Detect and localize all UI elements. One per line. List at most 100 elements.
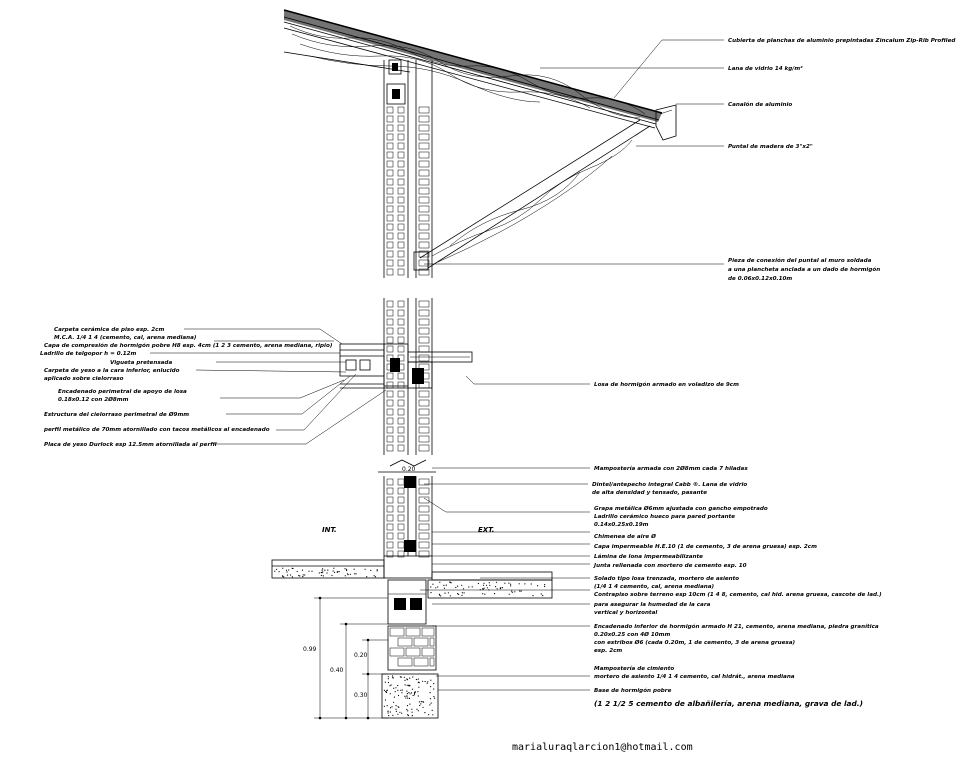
concrete-dot	[412, 694, 414, 697]
concrete-dot	[383, 705, 385, 707]
wall-brick-cell	[386, 259, 394, 267]
concrete-dot	[437, 586, 439, 588]
concrete-dot	[385, 691, 387, 693]
concrete-dot	[514, 591, 516, 593]
concrete-dot	[394, 691, 396, 693]
wall-brick-cell	[418, 444, 430, 452]
concrete-dot	[349, 573, 351, 575]
concrete-dot	[510, 583, 512, 585]
concrete-dot	[519, 590, 521, 592]
concrete-dot	[347, 574, 349, 576]
concrete-dot	[416, 708, 418, 710]
wall-brick-cell	[386, 444, 394, 452]
concrete-dot	[432, 583, 434, 585]
label-beam-1: Encadenado perimetral de apoyo de losa	[58, 389, 187, 395]
concrete-dot	[302, 574, 304, 576]
concrete-dot	[537, 585, 539, 587]
concrete-dot	[406, 693, 408, 695]
concrete-dot	[392, 676, 394, 679]
concrete-dot	[430, 586, 432, 588]
label-hook-2: Ladrillo cerámico hueco para pared porta…	[594, 513, 735, 520]
concrete-dot	[413, 694, 416, 696]
concrete-dot	[401, 712, 403, 714]
concrete-dot	[417, 691, 419, 693]
label-roof-cover: Cubierta de planchas de aluminio prepint…	[728, 38, 956, 44]
wall-brick-cell	[397, 259, 405, 267]
concrete-dot	[344, 568, 346, 570]
concrete-dot	[482, 588, 484, 590]
concrete-dot	[418, 682, 420, 684]
concrete-dot	[430, 686, 432, 688]
concrete-dot	[410, 692, 413, 694]
concrete-dot	[417, 695, 419, 697]
wall-brick-cell	[418, 487, 430, 495]
concrete-dot	[422, 680, 424, 682]
foundation-brick	[413, 657, 429, 667]
concrete-dot	[511, 591, 513, 593]
concrete-dot	[354, 573, 356, 575]
wall-brick-cell	[397, 487, 405, 495]
concrete-dot	[355, 573, 357, 575]
concrete-dot	[411, 711, 413, 713]
concrete-dot	[458, 593, 460, 596]
wall-brick-cell	[386, 345, 394, 353]
concrete-dot	[461, 584, 463, 586]
wall-brick-cell	[418, 496, 430, 504]
concrete-dot	[407, 697, 409, 699]
concrete-dot	[420, 701, 422, 703]
wall-brick-cell	[418, 550, 430, 558]
label-strut-anchor-1: Pieza de conexión del puntal al muro sol…	[728, 257, 872, 264]
concrete-dot	[440, 595, 442, 597]
concrete-dot	[463, 592, 465, 594]
concrete-dot	[389, 685, 391, 687]
concrete-dot	[422, 706, 424, 708]
concrete-dot	[426, 682, 428, 684]
wall-brick-cell	[418, 318, 430, 326]
concrete-dot	[332, 570, 334, 572]
concrete-dot	[443, 584, 445, 587]
concrete-dot	[444, 592, 446, 594]
concrete-dot	[391, 706, 393, 708]
concrete-dot	[333, 567, 335, 569]
concrete-dot	[449, 581, 451, 583]
wall-brick-cell	[386, 487, 394, 495]
wall-brick-cell	[386, 336, 394, 344]
concrete-dot	[406, 695, 408, 697]
wall-brick-cell	[418, 523, 430, 531]
concrete-dot	[320, 574, 322, 577]
wall-brick-cell	[418, 300, 430, 308]
concrete-dot	[346, 569, 348, 572]
wall-brick-cell	[418, 223, 430, 231]
label-footing-2: 0.20x0.25 con 4Ø 10mm	[594, 631, 670, 638]
wall-brick-cell	[397, 381, 405, 389]
concrete-dot	[397, 684, 399, 687]
dimension-total: 0.99	[303, 646, 317, 653]
label-masonry-reinforced: Mampostería armada con 2Ø8mm cada 7 hila…	[594, 465, 748, 472]
concrete-dot	[404, 695, 406, 698]
wall-brick-cell	[397, 336, 405, 344]
foundation	[381, 625, 439, 719]
concrete-dot	[420, 703, 422, 705]
roof-strut	[413, 119, 651, 271]
wall-brick-cell	[397, 196, 405, 204]
concrete-dot	[302, 576, 304, 578]
wall-brick-cell	[386, 309, 394, 317]
wall-brick-cell	[397, 250, 405, 258]
label-strut: Puntal de madera de 3"x2"	[728, 144, 813, 150]
concrete-dot	[413, 693, 416, 695]
leader-lines-left	[150, 328, 387, 445]
foundation-brick	[389, 627, 405, 637]
concrete-dot	[544, 584, 546, 586]
concrete-dot	[409, 677, 411, 679]
concrete-dot	[397, 713, 399, 715]
concrete-dot	[406, 678, 408, 680]
concrete-dot	[488, 582, 490, 584]
concrete-dot	[542, 595, 544, 597]
concrete-dot	[411, 715, 413, 717]
wall-brick-cell	[418, 390, 430, 398]
concrete-dot	[508, 593, 510, 595]
wall-brick-cell	[386, 381, 394, 389]
wall-brick-cell	[418, 435, 430, 443]
wall-brick-cell	[397, 444, 405, 452]
concrete-dot	[493, 593, 496, 595]
